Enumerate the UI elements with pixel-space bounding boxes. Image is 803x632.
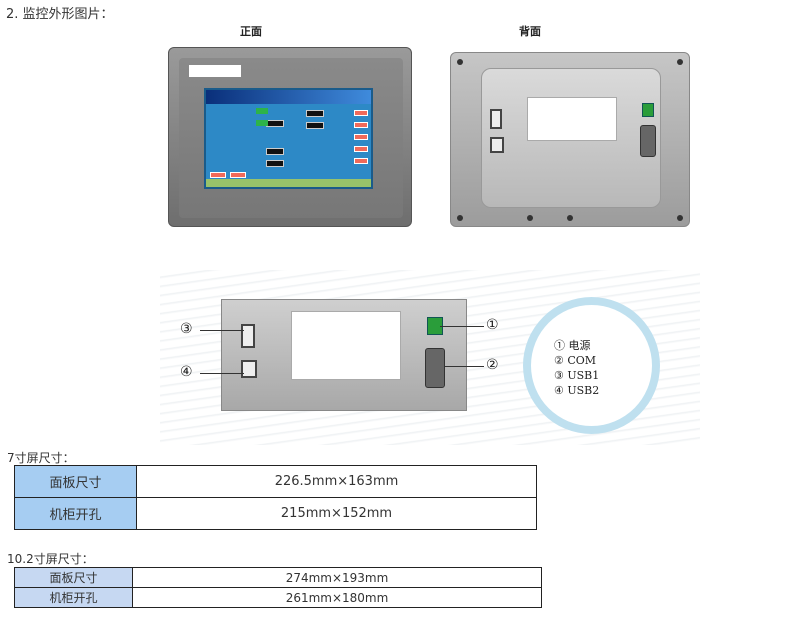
interface-closeup-image (221, 299, 467, 411)
size10-value-cutout: 261mm×180mm (132, 587, 542, 608)
screen-button (354, 134, 368, 140)
legend-item-usb1: ③ USB1 (554, 369, 600, 382)
back-usb-port (490, 109, 502, 129)
mount-hole (527, 215, 533, 221)
port-legend-inner (531, 305, 652, 426)
screen-button (354, 122, 368, 128)
table-row: 面板尺寸 226.5mm×163mm (14, 465, 537, 498)
callout-1: ① (486, 317, 499, 333)
size7-value-cutout: 215mm×152mm (136, 497, 537, 530)
back-label-sticker (527, 97, 617, 141)
back-com-port (640, 125, 656, 157)
size7-key-cutout: 机柜开孔 (14, 497, 137, 530)
callout-line (200, 330, 244, 331)
mount-hole (677, 215, 683, 221)
usb2-port (241, 360, 257, 378)
screen-button (354, 110, 368, 116)
usb1-port (241, 324, 255, 348)
mount-hole (457, 59, 463, 65)
size7-value-panel: 226.5mm×163mm (136, 465, 537, 498)
screen-button (210, 172, 226, 178)
back-view-label: 背面 (519, 25, 541, 38)
callout-line (440, 326, 484, 327)
screen-value-box (266, 160, 284, 167)
screen-button (354, 146, 368, 152)
mount-hole (677, 59, 683, 65)
back-power-connector (642, 103, 654, 117)
size10-title: 10.2寸屏尺寸： (7, 552, 94, 566)
legend-item-usb2: ④ USB2 (554, 384, 600, 397)
callout-2: ② (486, 357, 499, 373)
size10-table: 面板尺寸 274mm×193mm 机柜开孔 261mm×180mm (14, 567, 542, 608)
size10-value-panel: 274mm×193mm (132, 567, 542, 588)
table-row: 机柜开孔 261mm×180mm (14, 587, 542, 608)
mount-hole (457, 215, 463, 221)
front-view-label: 正面 (240, 25, 262, 38)
front-sticker (189, 65, 241, 77)
back-housing (481, 68, 661, 208)
mount-hole (567, 215, 573, 221)
com-port (425, 348, 445, 388)
table-row: 机柜开孔 215mm×152mm (14, 497, 537, 530)
screen-value-box (266, 120, 284, 127)
size7-table: 面板尺寸 226.5mm×163mm 机柜开孔 215mm×152mm (14, 465, 537, 530)
screen-value-box (266, 148, 284, 155)
back-panel-image (450, 52, 690, 227)
screen-value-box (306, 122, 324, 129)
size7-key-panel: 面板尺寸 (14, 465, 137, 498)
callout-3: ③ (180, 321, 193, 337)
section-heading: 2. 监控外形图片： (6, 7, 114, 22)
callout-4: ④ (180, 364, 193, 380)
port-legend-circle: ① 电源 ② COM ③ USB1 ④ USB2 (523, 297, 660, 434)
screen-status-bar (206, 179, 371, 187)
screen-indicator (256, 108, 268, 114)
table-row: 面板尺寸 274mm×193mm (14, 567, 542, 588)
hmi-screen (204, 88, 373, 189)
size7-title: 7寸屏尺寸： (7, 451, 75, 465)
screen-button (354, 158, 368, 164)
back-usb-port (490, 137, 504, 153)
size10-key-panel: 面板尺寸 (14, 567, 133, 588)
front-panel-image (168, 47, 412, 227)
screen-button (230, 172, 246, 178)
screen-title-bar (206, 90, 371, 104)
interface-label-sticker (291, 311, 401, 380)
screen-indicator (256, 120, 268, 126)
legend-item-power: ① 电源 (554, 339, 591, 352)
screen-value-box (306, 110, 324, 117)
size10-key-cutout: 机柜开孔 (14, 587, 133, 608)
callout-line (444, 366, 484, 367)
legend-item-com: ② COM (554, 354, 597, 367)
callout-line (200, 373, 244, 374)
